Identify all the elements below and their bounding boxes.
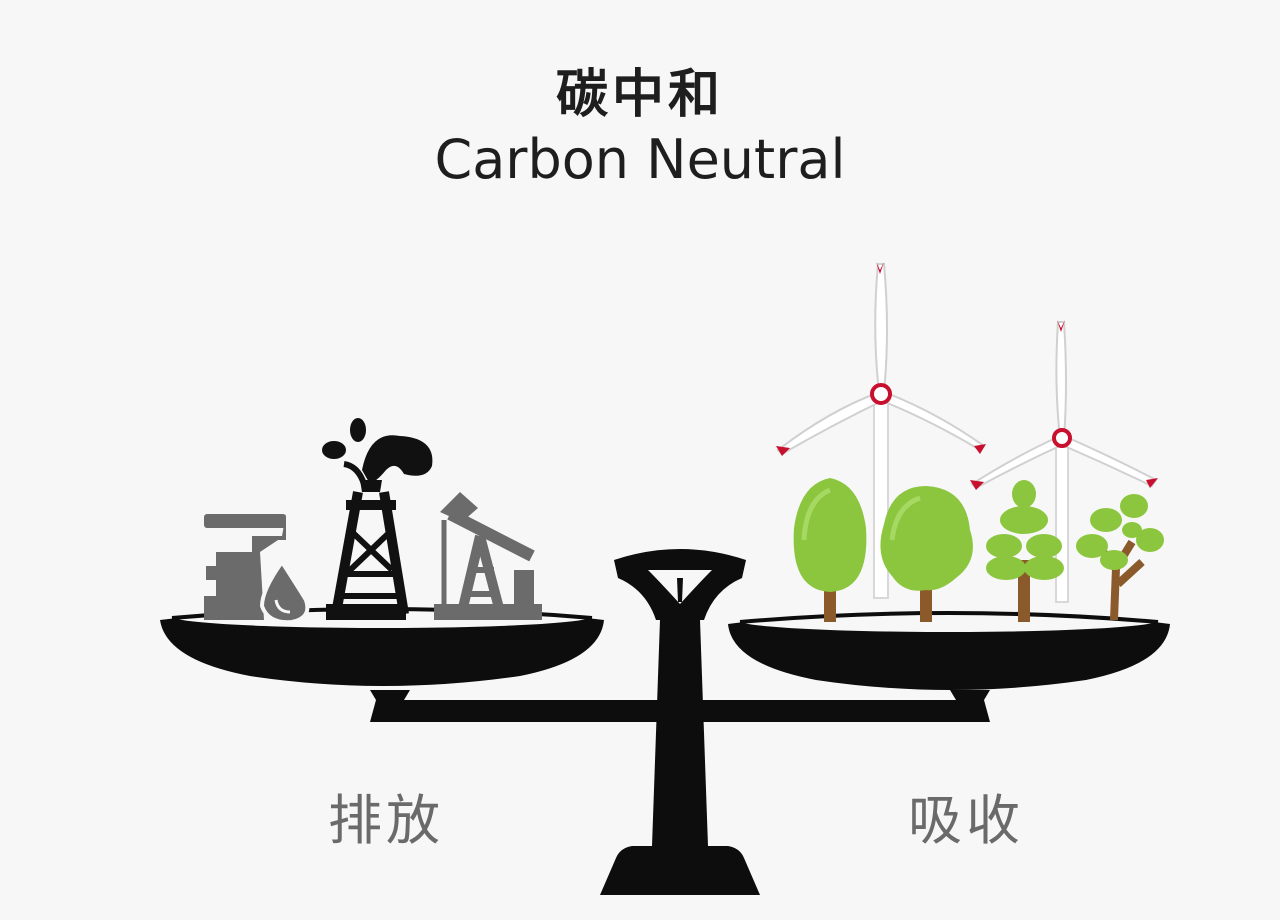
title-english: Carbon Neutral (434, 128, 846, 191)
oil-barrel-icon (204, 514, 286, 620)
oil-drop-icon (259, 558, 310, 625)
tree-icon (793, 478, 867, 622)
tree-icon (986, 480, 1064, 622)
emission-label: 排放 (328, 789, 444, 852)
right-pan (728, 608, 1170, 690)
tree-icon (1076, 494, 1164, 621)
oil-pumpjack-icon (434, 492, 542, 620)
scale-stand (370, 549, 990, 895)
oil-derrick-icon (322, 418, 433, 620)
tree-icon (880, 486, 973, 622)
absorption-label: 吸收 (908, 789, 1024, 852)
title-chinese: 碳中和 (555, 65, 724, 125)
